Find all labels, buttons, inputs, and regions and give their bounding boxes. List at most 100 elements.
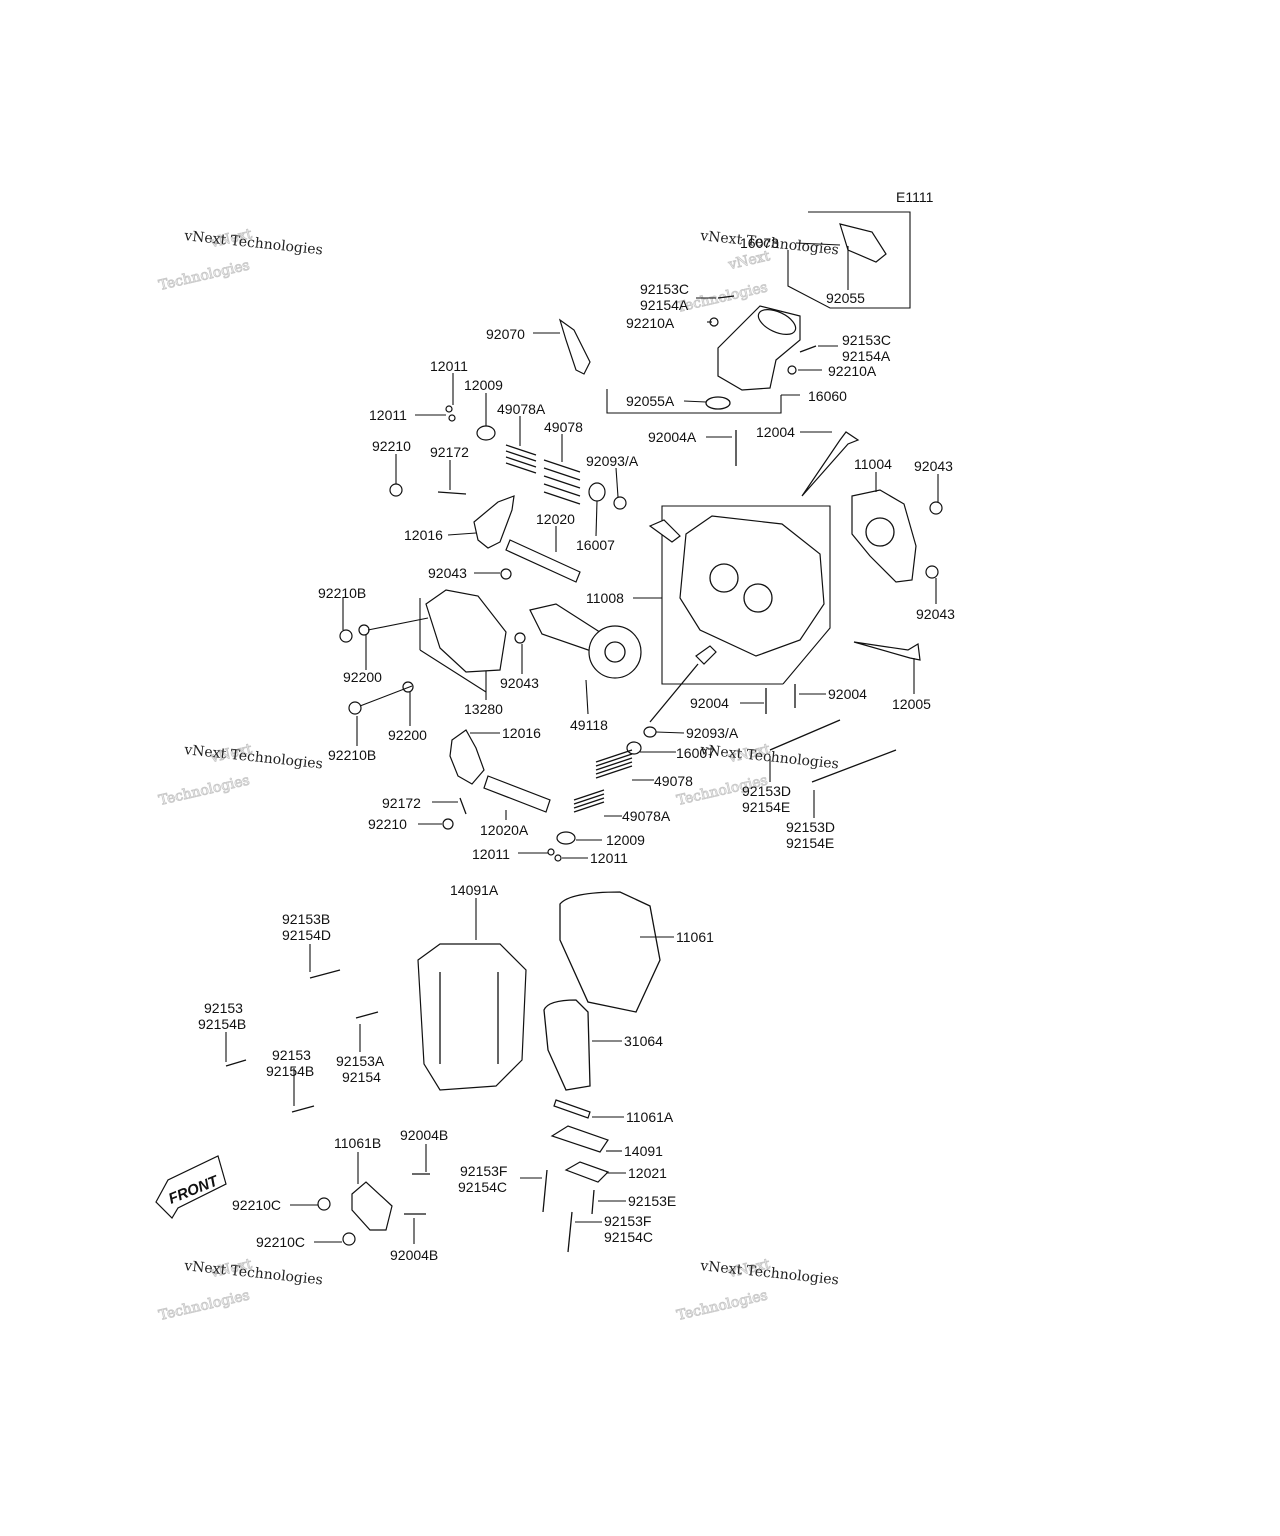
valve-12005-part [853,641,921,661]
part-label: 92043 [916,606,955,622]
part-label: 92210A [626,315,675,331]
rocker-shaft-12020-part [505,539,581,583]
part-label: 92210C [232,1197,281,1213]
part-label: 16007 [576,537,615,553]
dowel-92043-c-part [925,565,939,579]
valve-guide-lower-part [695,645,717,665]
gasket-11061A-part [553,1099,591,1119]
part-label: 92200 [343,669,382,685]
gasket-bore [865,517,895,547]
cotter-12011-d-part [554,854,562,862]
part-label: 49078 [654,773,693,789]
bolt-92153E-part [591,1189,595,1215]
cotter-12011-a-part [445,405,453,413]
part-label: 92153F [460,1163,507,1179]
part-label: 92153C [640,281,689,297]
part-label: 92153C [842,332,891,348]
part-label: 92154B [198,1016,246,1032]
breather-pipe-31064-part [543,999,591,1091]
dowel-92043-a-part [929,501,943,515]
retainer-12009-b-part [556,831,576,845]
part-label: 31064 [624,1033,663,1049]
part-label: 92154E [786,835,834,851]
bolt-92153B-part [309,969,341,979]
part-label: 12011 [472,846,510,862]
washer-92200-a-part [358,624,370,636]
washer-92093A-b-part [643,726,657,738]
part-label: 92153D [742,783,791,799]
nut-92210B-a-part [339,629,353,643]
part-label: 92070 [486,326,525,342]
part-label: 92004A [648,429,697,445]
bracket-16073-group [787,211,911,309]
part-label: 13280 [464,701,503,717]
pin-92172-a-part [437,491,467,495]
part-label: 92210 [372,438,411,454]
bolt-92153D-b-part [811,749,897,783]
nut-92210-a-part [389,483,403,497]
dowel-92043-b-part [500,568,512,580]
rocker-arm-12016-a-part [473,495,515,549]
bolt-92153C-right-part [799,345,817,353]
part-label: 92055A [626,393,675,409]
part-label: 92153E [628,1193,676,1209]
cotter-12011-b-part [448,414,456,422]
part-label: 92153 [272,1047,311,1063]
rocker-holder-13280-part [425,589,507,673]
bolt-92153D-a-part [769,719,841,751]
valve-12004-part [801,431,860,497]
bracket-11008 [661,505,831,685]
plate-12021-part [564,1161,610,1183]
cylinder-head-port-b [743,583,773,613]
retainer-12009-a-part [476,425,496,441]
gasket-11061-part [559,891,661,1013]
watermark-caption: vNext Technologies [183,1258,324,1289]
part-label: 12011 [590,850,628,866]
watermark-caption: vNext Technologies [183,742,324,773]
part-label: 49118 [570,717,608,733]
part-label: 92154C [604,1229,653,1245]
rocker-arm-12016-b-part [449,729,485,785]
part-label: 92043 [914,458,953,474]
pin-92172-b-part [459,797,467,815]
part-label: 92154A [640,297,689,313]
seal-16007-a-part [588,482,606,502]
gasket-11004-part [851,489,917,583]
part-label: 16073 [740,235,779,251]
part-label: 92154B [266,1063,314,1079]
part-label: 11061A [626,1109,674,1125]
intake-pipe-flange [757,309,797,335]
spring-49078A-a-part [505,444,537,474]
cover-11061B-part [351,1181,393,1231]
part-label: 92153 [204,1000,243,1016]
part-label: 12020 [536,511,575,527]
bolt-92153F-a-part [542,1169,548,1213]
head-cover-14091A-part [417,943,527,1091]
leader-lines [225,242,939,1244]
valve-guide-part [648,519,681,543]
part-label: 12004 [756,424,795,440]
part-label: 12020A [480,822,529,838]
part-label: 49078 [544,419,583,435]
spring-49078A-b-part [573,789,605,813]
front-arrow: FRONT [155,1155,227,1219]
part-label: 12011 [369,407,407,423]
watermark-line2: Technologies [675,1287,769,1323]
cotter-12011-c-part [547,848,555,856]
part-label: 12009 [606,832,645,848]
bolt-92153-b-part [291,1105,315,1113]
part-label: 92043 [428,565,467,581]
part-label: 92154D [282,927,331,943]
nut-92210C-b-part [342,1232,356,1246]
nut-92210-b-part [442,818,454,830]
rocker-shaft-12020A-part [483,775,551,813]
part-label: 92210A [828,363,877,379]
bolt-92153A-part [355,1011,379,1019]
part-label: 11004 [854,456,892,472]
part-label: 11008 [586,590,624,606]
part-label: 92004B [400,1127,448,1143]
part-label: 92004 [690,695,729,711]
part-label: 49078A [497,401,546,417]
part-label: 92210B [318,585,366,601]
